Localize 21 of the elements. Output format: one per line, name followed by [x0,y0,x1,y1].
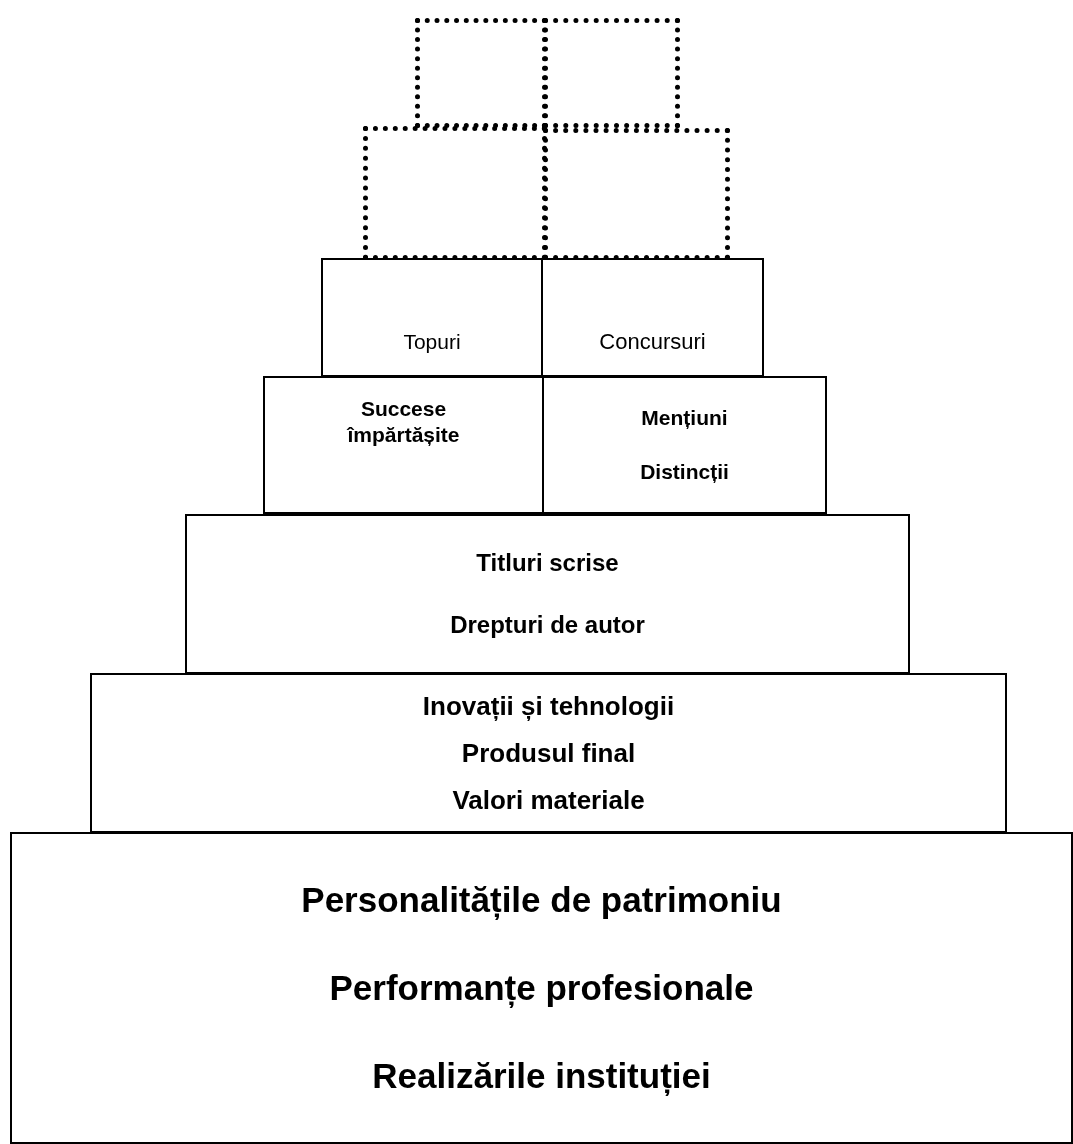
tier-label: Topuri [403,328,461,355]
tier-label: Titluri scrise [476,548,619,578]
tier-label: Realizările instituției [372,1055,711,1098]
tier-box [263,376,544,514]
tier-box [10,832,1073,1144]
tier-label: Mențiuni [641,405,728,432]
tier-label: Performanțe profesionale [329,967,754,1010]
tier-box [185,514,910,674]
tier-label: Succese împărtășite [346,396,461,449]
tier-box [541,258,764,377]
tier-label: Personalitățile de patrimoniu [301,879,782,922]
tier-label: Valori materiale [452,783,645,817]
tier-label: Distincții [640,458,729,485]
tier-label: Produsul final [461,736,636,770]
tier-box [542,376,827,514]
tier-label: Concursuri [599,327,706,355]
tier-box [321,258,543,377]
tier-box [90,673,1007,833]
tier-label: Inovații și tehnologii [422,689,675,723]
tier-label: Drepturi de autor [450,610,645,640]
dotted-box [543,18,680,128]
